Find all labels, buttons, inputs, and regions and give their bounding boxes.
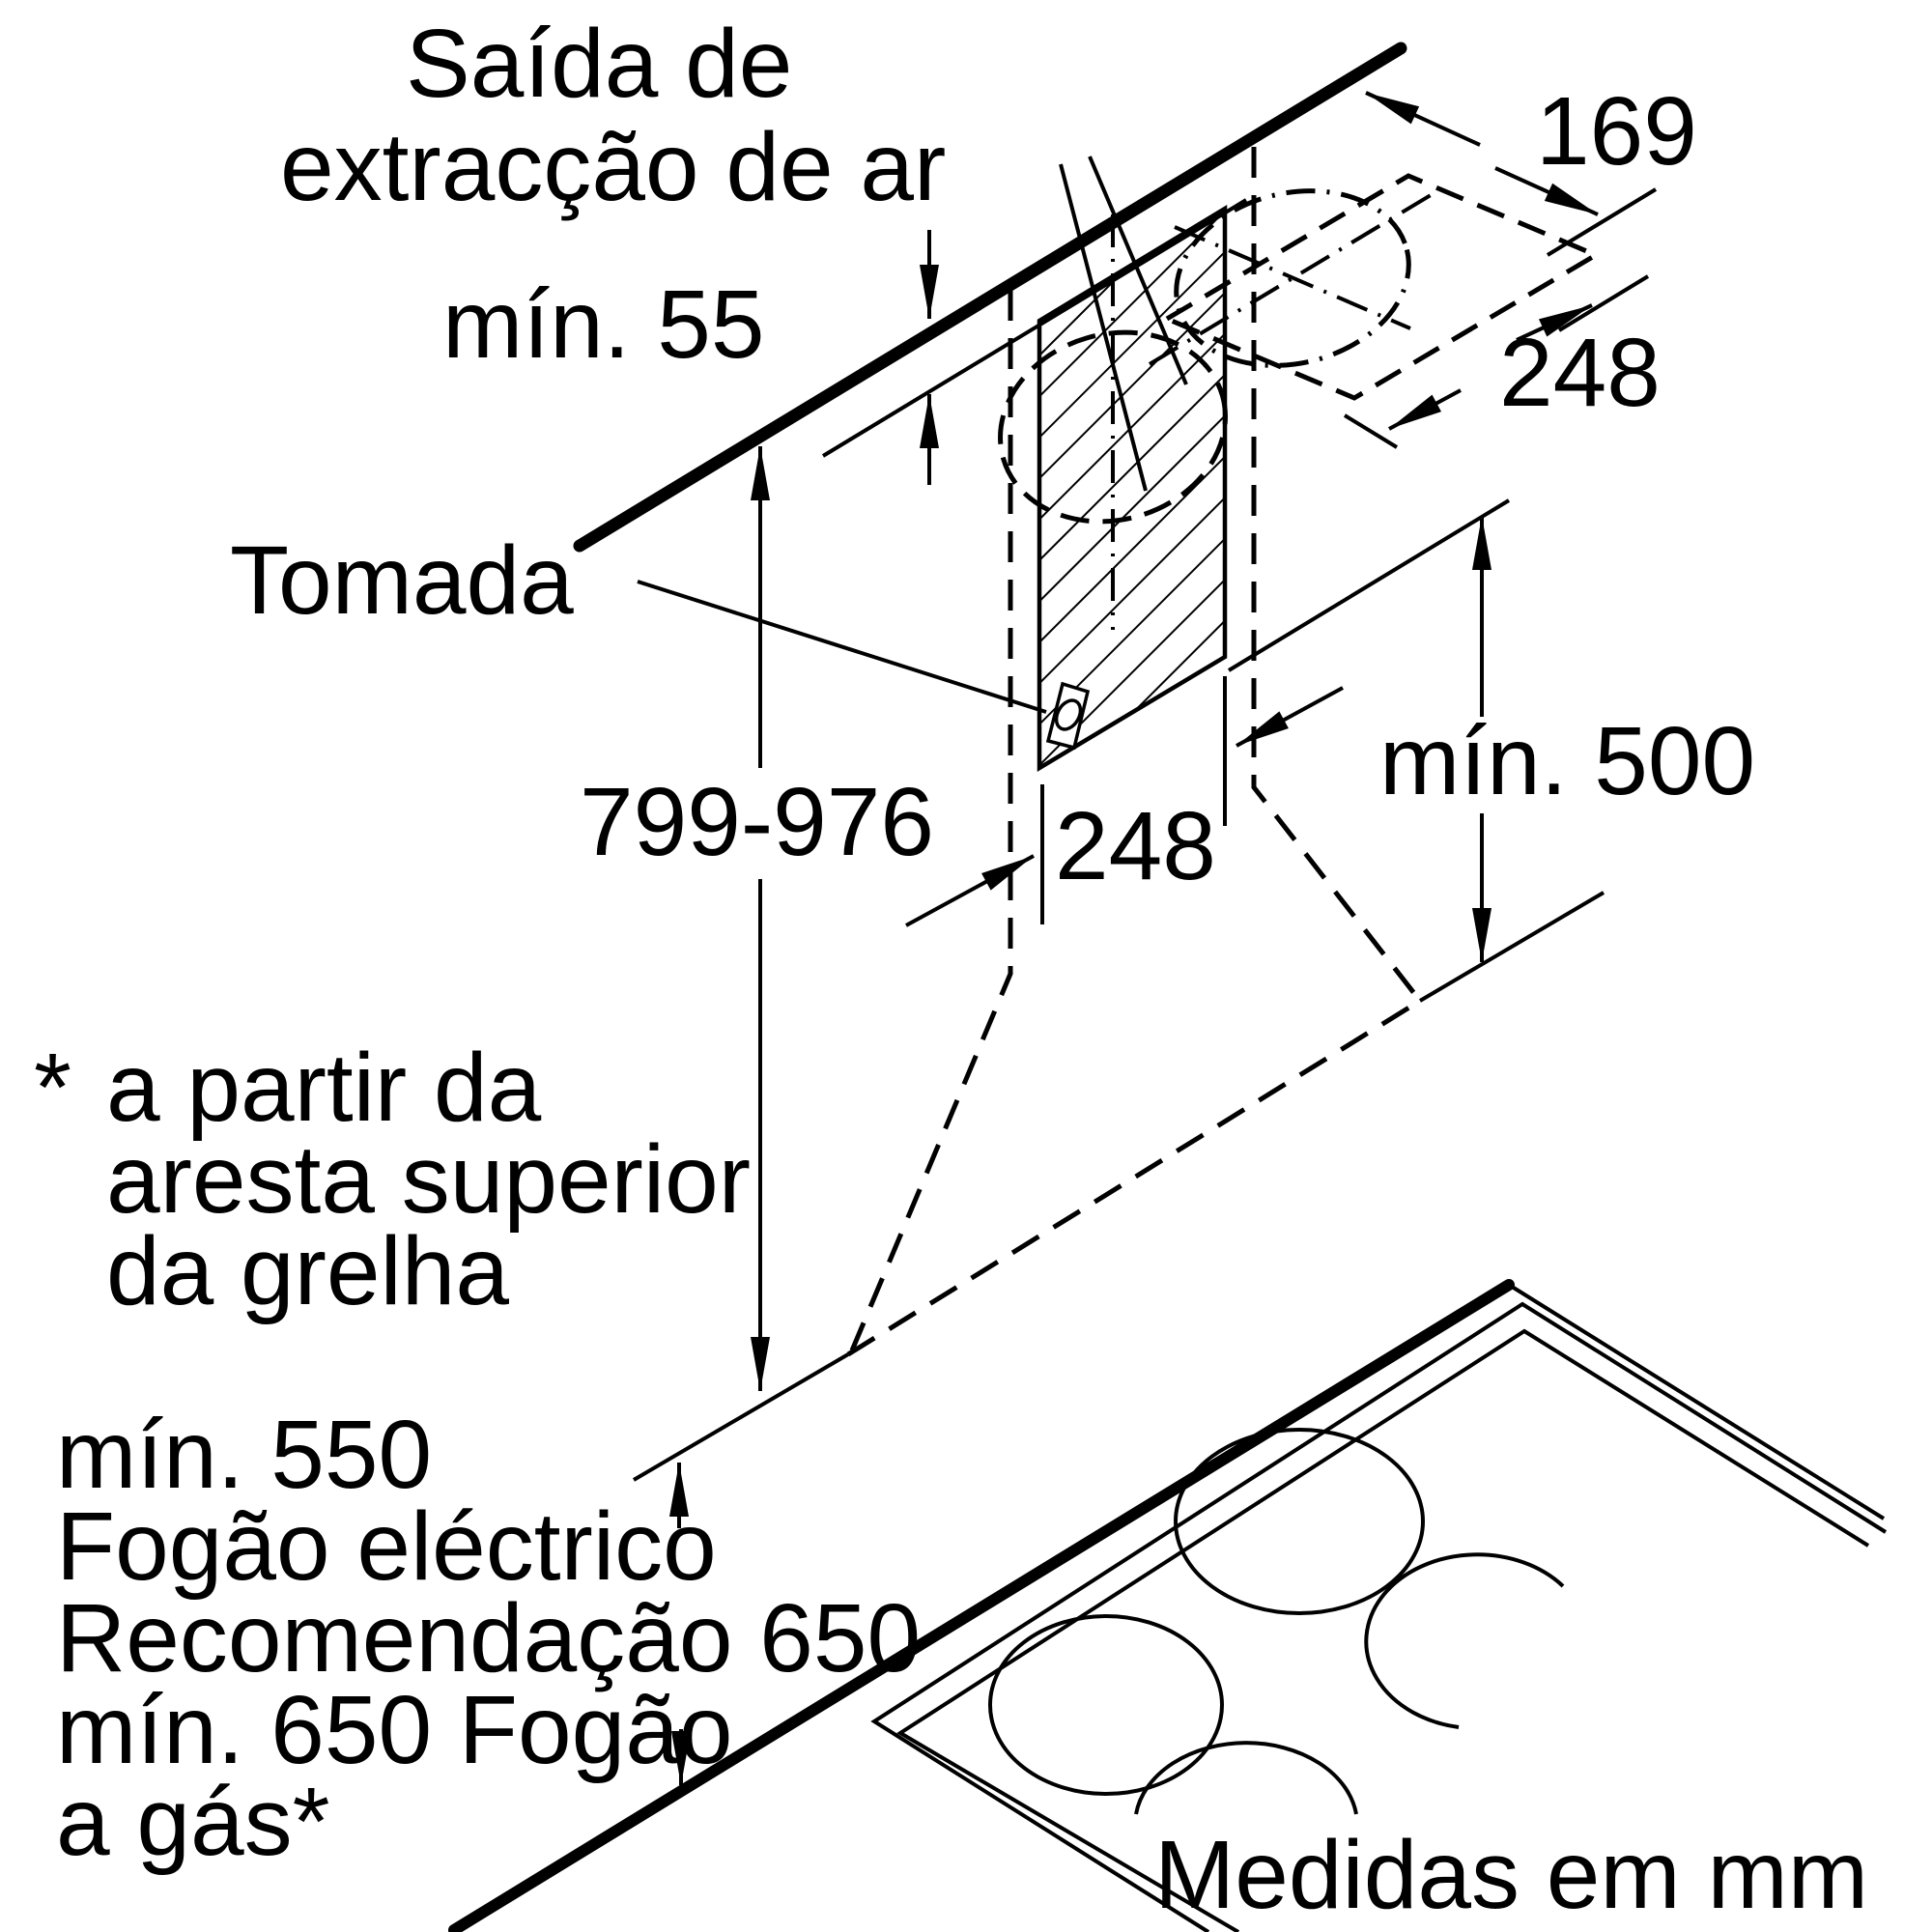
label-tomada: Tomada (230, 526, 574, 635)
ceiling-outlet-cutout (1148, 173, 1602, 401)
dim-248-ceiling (1343, 274, 1650, 449)
ceiling-cutout-outline (1161, 173, 1602, 401)
label-footnote-star: * (34, 1034, 71, 1142)
wall-mounting-plate (998, 205, 1228, 772)
cooktop-right-edge (1507, 1283, 1886, 1520)
diagram-labels: Saída de extracção de ar mín. 55 169 248… (34, 10, 1868, 1929)
dim-248-wall (905, 676, 1344, 927)
chimney-left-dashed (849, 290, 1013, 1351)
label-recomendacao-650: Recomendação 650 (56, 1584, 921, 1692)
air-outlet-leader-wall (1059, 163, 1148, 492)
hood-top-edge (632, 498, 1605, 1482)
cooktop-inner-border-1 (870, 1301, 1888, 1932)
cooktop (448, 1279, 1888, 1932)
ceiling-outlet-circle (1174, 188, 1411, 368)
burner-bottom-arc (1134, 1741, 1358, 1815)
mounting-plate-hatched (1037, 205, 1228, 772)
label-fogao-electrico: Fogão eléctrico (56, 1492, 717, 1601)
cooktop-inner-border-2 (896, 1328, 1870, 1932)
label-248-ceiling: 248 (1499, 319, 1661, 427)
label-medidas-em-mm: Medidas em mm (1154, 1821, 1868, 1929)
label-air-outlet-line2: extracção de ar (280, 113, 946, 221)
label-248-wall: 248 (1055, 792, 1216, 900)
label-min-500: mín. 500 (1379, 707, 1755, 815)
label-min-550: mín. 550 (56, 1401, 432, 1509)
label-min-650-fogao: mín. 650 Fogão (56, 1676, 732, 1784)
burner-left (988, 1614, 1224, 1796)
leader-lines (637, 156, 1188, 714)
cooktop-front-edge (448, 1279, 1515, 1932)
burner-right-arc (1364, 1552, 1565, 1729)
burner-top (1174, 1428, 1425, 1615)
hood-bottom-reference-line (1227, 498, 1511, 672)
air-outlet-leader-ceiling (1088, 156, 1188, 385)
label-footnote-line2: aresta superior (106, 1125, 751, 1234)
dim-hob-distance (669, 1463, 691, 1785)
label-min-55: mín. 55 (442, 270, 765, 379)
chimney-right-dashed (1251, 147, 1422, 1003)
wall-outlet-circle (998, 329, 1228, 525)
label-799-976: 799-976 (580, 768, 934, 876)
ceiling-line (573, 42, 1407, 553)
label-169: 169 (1536, 77, 1697, 185)
centerline-depth-dir (1174, 225, 1411, 330)
label-footnote-line3: da grelha (106, 1217, 509, 1325)
power-socket-icon (1045, 681, 1091, 751)
dim-169 (1365, 91, 1658, 257)
chimney-hidden-outline (849, 147, 1422, 1351)
label-footnote-line1: a partir da (106, 1034, 542, 1142)
hood-edge-right-solid (1418, 891, 1605, 1003)
hood-edge-left-solid (632, 1352, 850, 1482)
label-air-outlet-line1: Saída de (406, 10, 792, 118)
socket-leader (637, 580, 1047, 714)
label-a-gas: a gás* (56, 1768, 330, 1876)
hood-edge-middle-dashed (846, 998, 1422, 1357)
